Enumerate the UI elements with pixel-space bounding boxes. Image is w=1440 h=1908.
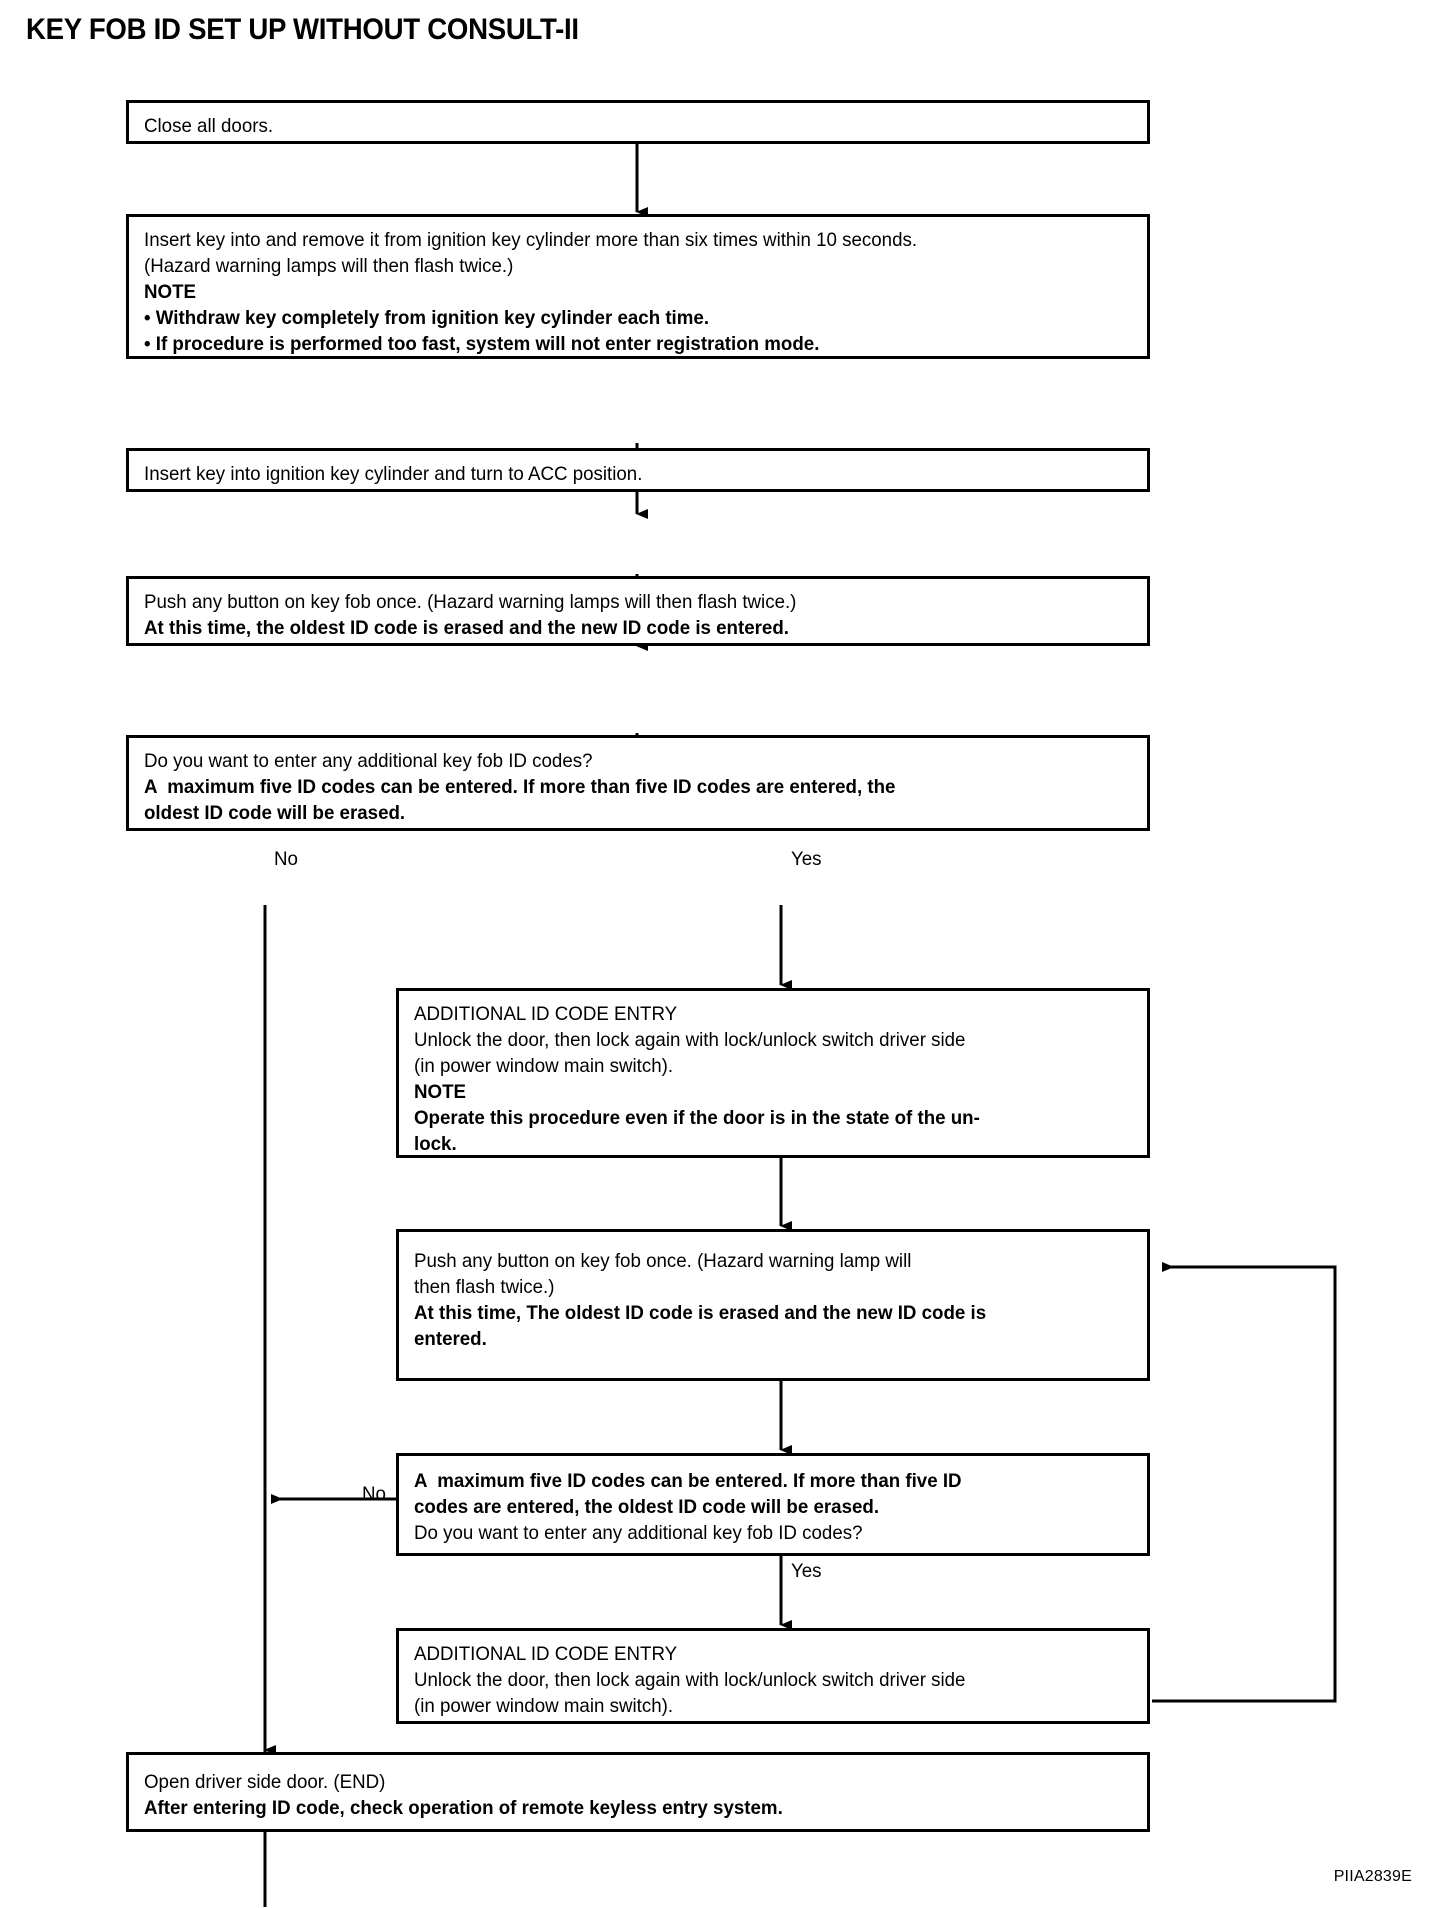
box-line: then flash twice.) (414, 1276, 555, 1298)
box-additional-id-code-entry-first: ADDITIONAL ID CODE ENTRY Unlock the door… (396, 988, 1150, 1158)
box-line: codes are entered, the oldest ID code wi… (414, 1496, 880, 1518)
box-close-all-doors: Close all doors. (126, 100, 1150, 144)
box-insert-remove-key: Insert key into and remove it from ignit… (126, 214, 1150, 359)
box-line-note-heading: NOTE (144, 281, 197, 303)
box-line: A maximum five ID codes can be entered. … (144, 776, 896, 798)
box-line-note-heading: NOTE (414, 1081, 467, 1103)
box-open-driver-door-end: Open driver side door. (END) After enter… (126, 1752, 1150, 1832)
edge-label-first-no: No (274, 848, 298, 870)
box-line: entered. (414, 1328, 487, 1350)
box-line: Unlock the door, then lock again with lo… (414, 1029, 966, 1051)
box-push-button-second: Push any button on key fob once. (Hazard… (396, 1229, 1150, 1381)
edge-label-first-yes: Yes (791, 848, 822, 870)
box-line: lock. (414, 1133, 457, 1155)
box-line: Operate this procedure even if the door … (414, 1107, 980, 1129)
box-push-button-first: Push any button on key fob once. (Hazard… (126, 576, 1150, 646)
box-line-question: Do you want to enter any additional key … (414, 1522, 863, 1544)
box-line: Push any button on key fob once. (Hazard… (414, 1250, 912, 1272)
page-title: KEY FOB ID SET UP WITHOUT CONSULT-II (26, 13, 579, 46)
box-line: (in power window main switch). (414, 1055, 674, 1077)
box-line: Insert key into ignition key cylinder an… (144, 463, 643, 485)
figure-id-label: PIIA2839E (1333, 1868, 1412, 1885)
box-line: (Hazard warning lamps will then flash tw… (144, 255, 514, 277)
box-line: Push any button on key fob once. (Hazard… (144, 591, 797, 613)
box-line: Open driver side door. (END) (144, 1771, 386, 1793)
box-line: A maximum five ID codes can be entered. … (414, 1470, 962, 1492)
box-additional-id-code-entry-second: ADDITIONAL ID CODE ENTRY Unlock the door… (396, 1628, 1150, 1724)
box-line: At this time, the oldest ID code is eras… (144, 617, 789, 639)
box-line: After entering ID code, check operation … (144, 1797, 783, 1819)
box-decision-additional-codes-first: Do you want to enter any additional key … (126, 735, 1150, 831)
box-line-question: Do you want to enter any additional key … (144, 750, 593, 772)
box-line: oldest ID code will be erased. (144, 802, 406, 824)
box-line: (in power window main switch). (414, 1695, 674, 1717)
box-turn-to-acc: Insert key into ignition key cylinder an… (126, 448, 1150, 492)
box-line: Unlock the door, then lock again with lo… (414, 1669, 966, 1691)
box-line-bullet: • Withdraw key completely from ignition … (144, 307, 710, 329)
box-line: Close all doors. (144, 115, 274, 137)
box-line-heading: ADDITIONAL ID CODE ENTRY (414, 1643, 678, 1665)
box-line-bullet: • If procedure is performed too fast, sy… (144, 333, 820, 355)
box-line-heading: ADDITIONAL ID CODE ENTRY (414, 1003, 678, 1025)
box-decision-additional-codes-second: A maximum five ID codes can be entered. … (396, 1453, 1150, 1556)
edge-label-second-yes: Yes (791, 1560, 822, 1582)
box-line: At this time, The oldest ID code is eras… (414, 1302, 987, 1324)
box-line: Insert key into and remove it from ignit… (144, 229, 918, 251)
edge-label-second-no: No (362, 1483, 386, 1505)
